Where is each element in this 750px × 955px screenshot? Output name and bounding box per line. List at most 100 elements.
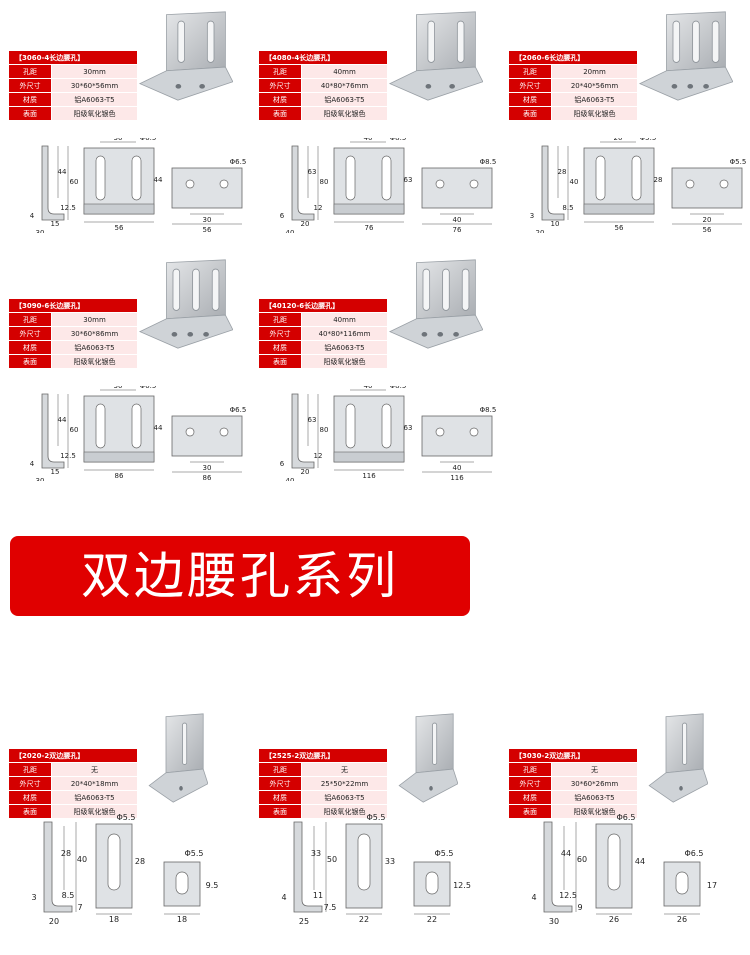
dim-label: 40 [453,216,462,224]
dim-label: 40 [77,855,87,864]
spec-spacing-label: 孔距 [8,64,52,79]
spec-material-label: 材质 [8,340,52,355]
dim-label: Φ6.5 [616,813,635,822]
spec-surface-label: 表面 [508,804,552,819]
dim-label: 22 [427,915,437,924]
dim-label: 20 [614,138,623,142]
dim-label: 15 [51,468,60,476]
spec-surface-value: 阳级氧化银色 [551,106,638,121]
dim-label: 6 [280,460,285,468]
dim-label: 76 [365,224,374,232]
spec-size-label: 外尺寸 [258,78,302,93]
dim-label: 4 [30,460,35,468]
dim-label: 26 [677,915,687,924]
dim-label: 56 [203,226,212,233]
dim-label: 4 [30,212,35,220]
spec-spacing-value: 40mm [301,312,388,327]
dim-label: 25 [299,917,309,926]
spec-surface-value: 阳级氧化银色 [301,804,388,819]
dim-label: 80 [320,426,329,434]
spec-surface-value: 阳级氧化银色 [301,354,388,369]
series-banner: 双边腰孔系列 [10,536,470,616]
spec-spacing-value: 无 [301,762,388,777]
spec-title: 【2060-6长边腰孔】 [508,50,638,65]
spec-surface-label: 表面 [258,106,302,121]
dim-label: Φ5.5 [184,849,203,858]
dim-label: 26 [609,915,619,924]
spec-spacing-label: 孔距 [8,312,52,327]
spec-surface-label: 表面 [8,354,52,369]
dim-label: 3 [31,893,36,902]
dim-label: 44 [635,857,645,866]
spec-size-label: 外尺寸 [8,776,52,791]
dim-label: 116 [450,474,464,481]
bracket-photo [398,713,458,803]
spec-title: 【3030-2双边腰孔】 [508,748,638,763]
dim-label: 63 [404,424,413,432]
bracket-photo [148,713,208,803]
spec-spacing-label: 孔距 [258,312,302,327]
spec-material-value: 铝A6063-T5 [51,790,138,805]
dim-label: Φ6.5 [684,849,703,858]
spec-spacing-value: 40mm [301,64,388,79]
spec-material-label: 材质 [8,790,52,805]
dim-label: Φ5.5 [640,138,657,142]
spec-spacing-label: 孔距 [258,762,302,777]
spec-material-label: 材质 [508,92,552,107]
dim-label: 44 [154,424,163,432]
spec-material-label: 材质 [508,790,552,805]
spec-size-value: 30*60*56mm [51,78,138,93]
spec-spacing-label: 孔距 [508,64,552,79]
dim-label: 33 [311,849,321,858]
dim-label: 44 [58,168,67,176]
spec-material-value: 铝A6063-T5 [551,92,638,107]
spec-surface-value: 阳级氧化银色 [51,106,138,121]
dim-label: 40 [364,138,373,142]
dim-label: 30 [549,917,559,926]
spec-size-label: 外尺寸 [8,78,52,93]
dim-label: 76 [453,226,462,233]
dim-label: Φ6.5 [230,406,247,414]
dim-label: 6 [280,212,285,220]
spec-material-value: 铝A6063-T5 [301,790,388,805]
spec-title: 【4080-4长边腰孔】 [258,50,388,65]
dim-label: 7.5 [324,903,337,912]
spec-spacing-value: 30mm [51,312,138,327]
spec-size-value: 20*40*56mm [551,78,638,93]
spec-material-value: 铝A6063-T5 [301,92,388,107]
dim-label: 15 [51,220,60,228]
dim-label: Φ6.5 [230,158,247,166]
spec-size-label: 外尺寸 [258,776,302,791]
bracket-photo [388,259,483,349]
spec-size-label: 外尺寸 [508,78,552,93]
dim-label: 56 [615,224,624,232]
dim-label: 12 [314,452,323,460]
dim-label: 20 [49,917,59,926]
dim-label: 80 [320,178,329,186]
spec-material-label: 材质 [258,790,302,805]
dim-label: 30 [114,138,123,142]
spec-size-value: 40*80*116mm [301,326,388,341]
spec-surface-value: 阳级氧化银色 [551,804,638,819]
dim-label: 63 [404,176,413,184]
dim-label: 28 [135,857,145,866]
dim-label: 30 [114,386,123,390]
bracket-photo [138,11,233,101]
dim-label: 18 [109,915,119,924]
bracket-photo [388,11,483,101]
dim-label: 86 [115,472,124,480]
spec-spacing-label: 孔距 [258,64,302,79]
dim-label: 60 [70,178,79,186]
spec-material-label: 材质 [258,92,302,107]
dim-label: 116 [362,472,376,480]
spec-surface-value: 阳级氧化银色 [51,804,138,819]
